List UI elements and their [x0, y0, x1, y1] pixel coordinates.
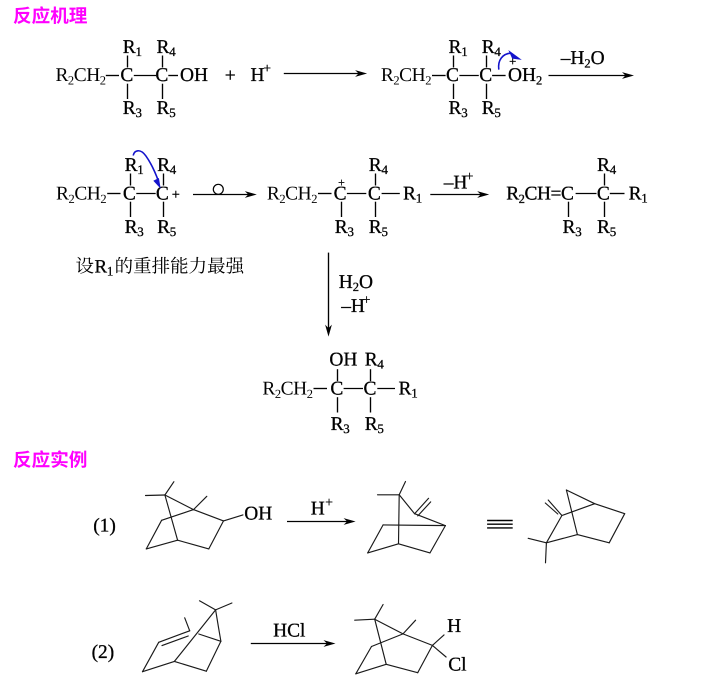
svg-text:+: + — [172, 187, 180, 203]
svg-text:OH: OH — [244, 504, 272, 525]
svg-text:R: R — [597, 217, 610, 238]
svg-text:C: C — [120, 65, 133, 86]
svg-text:4: 4 — [494, 44, 501, 59]
svg-text:1: 1 — [107, 263, 114, 278]
svg-text:R2CH2: R2CH2 — [262, 379, 312, 401]
svg-text:+: + — [509, 55, 516, 69]
svg-text:R2CH2: R2CH2 — [267, 184, 317, 206]
svg-text:R: R — [369, 155, 382, 176]
svg-text:C: C — [368, 184, 381, 205]
svg-text:3: 3 — [137, 224, 143, 239]
svg-text:R: R — [563, 217, 576, 238]
svg-text:4: 4 — [610, 162, 617, 177]
svg-text:+: + — [225, 66, 236, 87]
svg-text:R: R — [597, 155, 610, 176]
svg-text:5: 5 — [494, 105, 500, 120]
svg-text:C: C — [597, 184, 610, 205]
svg-text:C: C — [446, 65, 459, 86]
svg-text:OH2: OH2 — [508, 65, 542, 87]
svg-text:R: R — [123, 98, 136, 119]
svg-text:R: R — [125, 155, 138, 176]
svg-text:3: 3 — [461, 105, 467, 120]
svg-text:5: 5 — [377, 421, 383, 436]
svg-text:R: R — [157, 37, 170, 58]
svg-text:R: R — [157, 98, 170, 119]
svg-text:R: R — [365, 414, 378, 435]
svg-text:R: R — [365, 349, 378, 370]
svg-text:R: R — [331, 414, 344, 435]
svg-text:R: R — [482, 37, 495, 58]
svg-text:R2CH2: R2CH2 — [381, 65, 431, 87]
svg-text:3: 3 — [348, 224, 354, 239]
svg-text:5: 5 — [382, 224, 388, 239]
svg-text:+: + — [338, 176, 345, 190]
svg-text:R: R — [482, 98, 495, 119]
svg-text:R: R — [629, 184, 642, 205]
svg-text:1: 1 — [411, 386, 417, 401]
svg-text:5: 5 — [170, 224, 176, 239]
svg-text:C: C — [364, 379, 377, 400]
svg-text:3: 3 — [343, 421, 349, 436]
svg-text:(1): (1) — [93, 516, 116, 537]
svg-text:+: + — [325, 494, 333, 509]
svg-text:+: + — [363, 292, 371, 307]
svg-text:4: 4 — [382, 162, 389, 177]
svg-text:R: R — [369, 217, 382, 238]
svg-text:–H: –H — [340, 296, 365, 317]
svg-text:4: 4 — [377, 356, 384, 371]
svg-text:R: R — [449, 37, 462, 58]
svg-text:R: R — [157, 155, 170, 176]
svg-text:+: + — [466, 169, 474, 184]
svg-text:R: R — [157, 217, 170, 238]
svg-text:R: R — [399, 379, 412, 400]
svg-text:R: R — [403, 184, 416, 205]
svg-text:H: H — [311, 498, 325, 519]
svg-text:C: C — [155, 65, 168, 86]
svg-text:4: 4 — [169, 44, 176, 59]
svg-text:5: 5 — [169, 105, 175, 120]
svg-text:H2O: H2O — [339, 272, 373, 294]
svg-text:–H2O: –H2O — [560, 48, 605, 70]
svg-text:R: R — [125, 217, 138, 238]
svg-text:4: 4 — [170, 162, 177, 177]
svg-text:H: H — [251, 65, 265, 86]
svg-text:3: 3 — [136, 105, 142, 120]
svg-text:C: C — [330, 379, 343, 400]
svg-text:C: C — [156, 184, 169, 205]
svg-text:–H: –H — [443, 173, 468, 194]
svg-text:1: 1 — [461, 44, 467, 59]
svg-text:OH: OH — [180, 65, 208, 86]
svg-text:HCl: HCl — [273, 621, 305, 642]
svg-text:R: R — [335, 217, 348, 238]
svg-text:H: H — [447, 616, 461, 637]
svg-text:OH: OH — [329, 349, 357, 370]
svg-text:R2CH2: R2CH2 — [56, 184, 106, 206]
svg-text:3: 3 — [575, 224, 581, 239]
svg-text:C: C — [123, 184, 136, 205]
svg-text:1: 1 — [641, 191, 647, 206]
svg-text:R: R — [123, 37, 136, 58]
svg-text:5: 5 — [610, 224, 616, 239]
svg-text:C: C — [479, 65, 492, 86]
svg-text:C: C — [334, 184, 347, 205]
svg-text:R: R — [449, 98, 462, 119]
svg-text:1: 1 — [137, 162, 143, 177]
svg-text:1: 1 — [136, 44, 142, 59]
svg-text:R: R — [95, 256, 108, 277]
svg-text:R2CH2: R2CH2 — [55, 65, 105, 87]
svg-text:Cl: Cl — [448, 655, 466, 676]
svg-text:+: + — [263, 60, 271, 75]
svg-text:(2): (2) — [92, 642, 115, 663]
svg-text:1: 1 — [416, 191, 422, 206]
svg-text:R2CH=C: R2CH=C — [506, 184, 573, 206]
